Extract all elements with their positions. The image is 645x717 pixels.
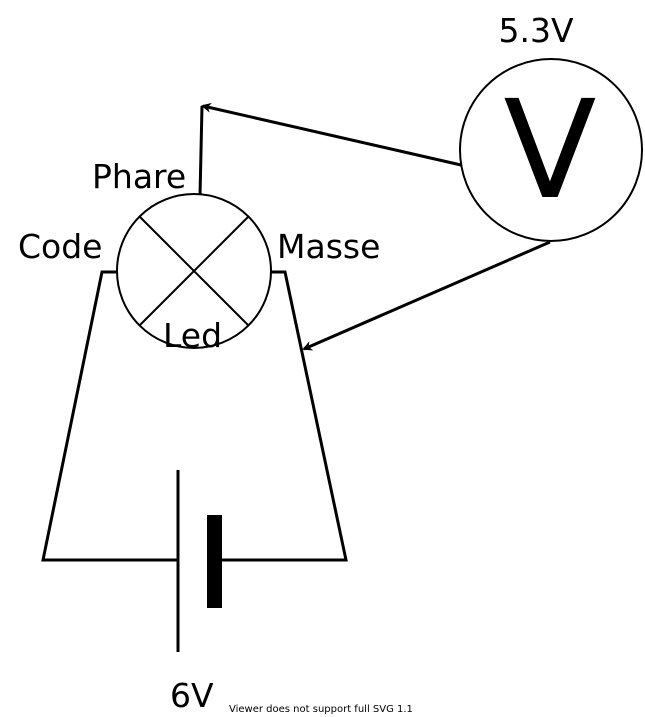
label-battery-voltage: 6V	[170, 676, 214, 715]
phare-lead	[198, 105, 204, 197]
masse-wire	[220, 270, 348, 562]
voltmeter-reading: 5.3V	[498, 11, 573, 50]
probe-wire-masse	[302, 240, 551, 351]
voltmeter-circle	[459, 58, 643, 242]
lamp-cross-line	[138, 215, 250, 327]
voltmeter: V 5.3V	[459, 11, 643, 242]
label-code: Code	[18, 227, 102, 266]
battery	[176, 470, 222, 652]
voltmeter-symbol: V	[503, 72, 596, 230]
viewer-notice: Viewer does not support full SVG 1.1	[229, 704, 413, 715]
label-led: Led	[163, 316, 222, 355]
probe-wire-phare	[201, 102, 462, 167]
battery-short-plate	[207, 515, 222, 608]
label-masse: Masse	[277, 227, 380, 266]
code-wire	[41, 270, 177, 562]
label-phare: Phare	[92, 157, 186, 196]
